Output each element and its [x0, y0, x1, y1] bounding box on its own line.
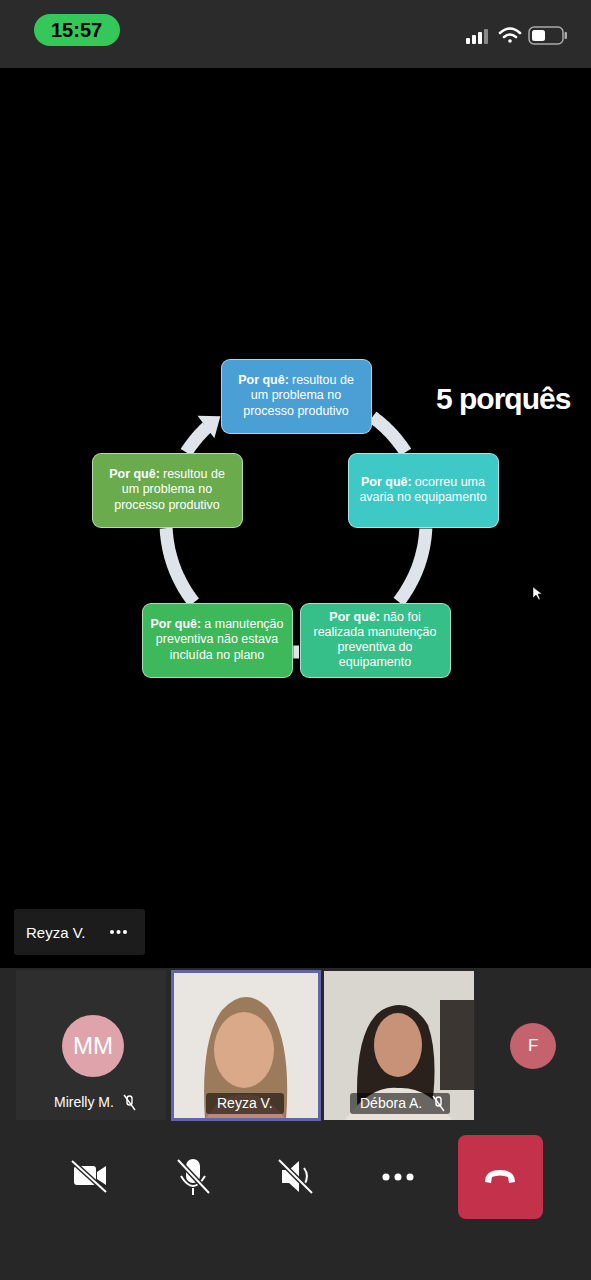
process-box: Por quê:resultou de um problema no proce… — [221, 359, 372, 434]
arrow-head — [198, 416, 221, 438]
ring-connector — [399, 529, 426, 602]
video-tile — [172, 971, 320, 1120]
participant-strip — [0, 968, 591, 1280]
battery-icon — [529, 27, 567, 44]
speaker-off-icon — [279, 1160, 312, 1193]
camera-off-icon — [72, 1161, 106, 1192]
slide-title: 5 porquês — [436, 382, 570, 416]
ring-segment — [399, 529, 426, 602]
name-tag — [206, 1093, 284, 1114]
ring-segment — [186, 426, 207, 453]
speaker-name: Reyza V. — [26, 924, 85, 941]
status-time: 15:57 — [51, 19, 102, 42]
ring-segment — [293, 646, 299, 659]
ring-segment — [166, 528, 194, 602]
participant-name: Mirelly M. — [54, 1094, 114, 1110]
process-box: Por quê:resultou de um problema no proce… — [92, 453, 243, 528]
status-bar — [0, 0, 591, 68]
participant-tile — [16, 970, 166, 1120]
box-heading: Por quê: — [109, 467, 160, 481]
video-tile — [324, 971, 474, 1120]
ring-connector — [372, 417, 405, 452]
participant-name: Débora A. — [360, 1095, 422, 1111]
participant-name: Reyza V. — [217, 1095, 273, 1111]
ring-connector — [186, 416, 220, 452]
mic-off-icon — [124, 1095, 135, 1110]
speaker-tag — [14, 909, 145, 955]
wifi-icon — [500, 29, 520, 43]
process-box: Por quê:a manutenção preventiva não esta… — [142, 603, 293, 678]
more-dots — [383, 1174, 414, 1181]
ring-connector — [166, 528, 194, 602]
box-heading: Por quê: — [238, 373, 289, 387]
mic-off-icon — [178, 1160, 209, 1195]
process-box: Por quê:ocorreu uma avaria no equipament… — [348, 453, 499, 528]
avatar-initials: F — [528, 1036, 538, 1056]
ring-connector — [293, 652, 299, 653]
mouse-cursor — [533, 587, 542, 600]
avatar-circle — [510, 1023, 556, 1069]
hang-up-icon — [485, 1170, 515, 1183]
box-heading: Por quê: — [361, 475, 412, 489]
avatar-initials: MM — [73, 1032, 113, 1060]
ring-segment — [372, 417, 405, 452]
signal-icon — [466, 29, 488, 44]
more-dots — [110, 930, 127, 934]
avatar-circle — [62, 1015, 124, 1077]
hang-up-button — [458, 1135, 543, 1219]
process-box: Por quê:não foi realizada manutenção pre… — [300, 603, 451, 678]
name-tag — [350, 1093, 450, 1114]
box-heading: Por quê: — [150, 617, 201, 631]
time-pill — [34, 14, 120, 46]
mic-off-icon — [433, 1096, 444, 1111]
box-heading: Por quê: — [329, 610, 380, 624]
